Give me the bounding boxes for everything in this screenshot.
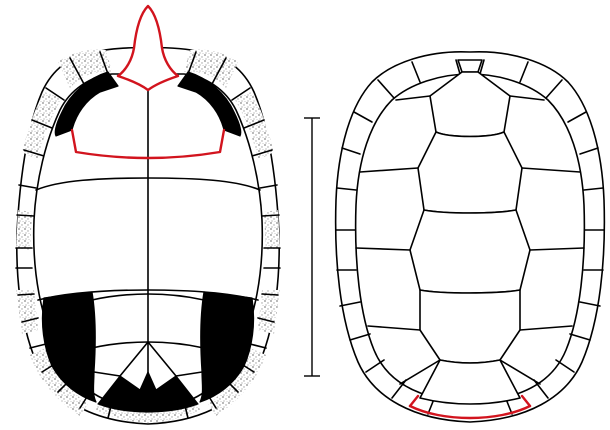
vertebral-scute-3: [410, 210, 530, 293]
vertebral-scute-2: [418, 132, 522, 213]
carapace-view: [336, 52, 605, 422]
plastron-view: [16, 6, 280, 424]
nuchal-scute: [458, 60, 482, 72]
vertebral-scute-4: [420, 290, 520, 363]
scale-bar: [304, 118, 320, 376]
